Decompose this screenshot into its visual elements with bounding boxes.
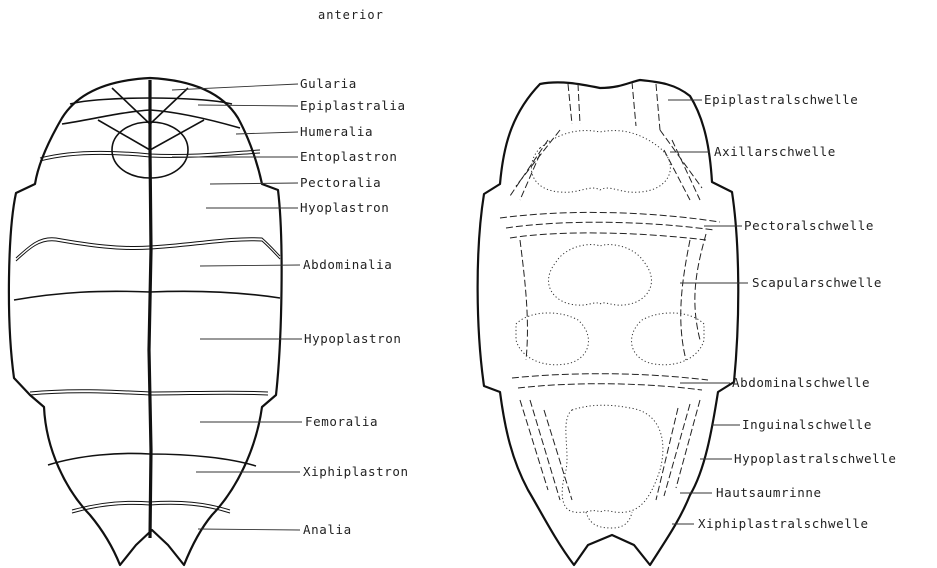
label-humeralia: Humeralia bbox=[300, 124, 373, 139]
label-xiphiplastralschwelle: Xiphiplastralschwelle bbox=[698, 516, 869, 531]
right-labels: Epiplastralschwelle Axillarschwelle Pect… bbox=[698, 92, 897, 531]
label-hypoplastron: Hypoplastron bbox=[304, 331, 402, 346]
title-anterior: anterior bbox=[318, 8, 384, 22]
left-leaders bbox=[172, 84, 302, 530]
right-plastron bbox=[478, 80, 748, 565]
epi-diag-right bbox=[150, 88, 188, 124]
label-femoralia: Femoralia bbox=[305, 414, 378, 429]
inguinal-ridge-right bbox=[676, 400, 700, 488]
right-plastron-outline bbox=[478, 80, 739, 565]
hyo-hypo-suture bbox=[14, 291, 280, 300]
abdominal-ridge bbox=[512, 374, 708, 380]
epi-diag-left bbox=[112, 88, 150, 124]
pectoral-ridge bbox=[500, 212, 720, 222]
depression-anterior bbox=[531, 131, 670, 193]
left-plastron bbox=[9, 78, 302, 565]
depression-posterior bbox=[562, 405, 663, 512]
label-pectoralschwelle: Pectoralschwelle bbox=[744, 218, 874, 233]
label-abdominalia: Abdominalia bbox=[303, 257, 392, 272]
label-entoplastron: Entoplastron bbox=[300, 149, 398, 164]
label-axillarschwelle: Axillarschwelle bbox=[714, 144, 836, 159]
label-hyoplastron: Hyoplastron bbox=[300, 200, 389, 215]
epiplastral-ridge-right bbox=[632, 82, 636, 126]
label-inguinalschwelle: Inguinalschwelle bbox=[742, 417, 872, 432]
epi-diag-right-2 bbox=[150, 120, 204, 150]
xiphiplastral-notch bbox=[586, 512, 632, 528]
label-scapularschwelle: Scapularschwelle bbox=[752, 275, 882, 290]
label-epiplastralia: Epiplastralia bbox=[300, 98, 406, 113]
label-gularia: Gularia bbox=[300, 76, 357, 91]
label-hypoplastralschwelle: Hypoplastralschwelle bbox=[734, 451, 897, 466]
depression-lateral-right bbox=[632, 313, 704, 365]
epi-diag-left-2 bbox=[98, 120, 150, 150]
label-epiplastralschwelle: Epiplastralschwelle bbox=[704, 92, 858, 107]
label-analia: Analia bbox=[303, 522, 352, 537]
label-xiphiplastron: Xiphiplastron bbox=[303, 464, 409, 479]
depression-central bbox=[549, 245, 652, 306]
label-pectoralia: Pectoralia bbox=[300, 175, 381, 190]
scapular-ridge-left bbox=[520, 240, 527, 360]
left-labels: Gularia Epiplastralia Humeralia Entoplas… bbox=[300, 76, 409, 537]
epiplastral-ridge-left bbox=[568, 84, 572, 124]
scapular-ridge-right bbox=[681, 240, 690, 360]
label-hautsaumrinne: Hautsaumrinne bbox=[716, 485, 822, 500]
label-abdominalschwelle: Abdominalschwelle bbox=[732, 375, 870, 390]
